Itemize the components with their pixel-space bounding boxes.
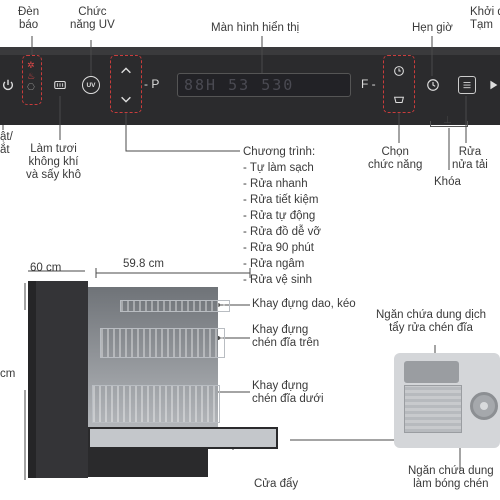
- program-item: - Rửa tự động: [243, 210, 316, 222]
- label-khay-dao-keo: Khay đựng dao, kéo: [252, 298, 356, 310]
- label-width-59-8cm: 59.8 cm: [123, 258, 164, 270]
- indicator-lights: ✲♨⎔: [27, 60, 36, 92]
- play-icon: [490, 80, 498, 90]
- basket-function-icon: [393, 96, 405, 104]
- power-button[interactable]: [0, 74, 16, 96]
- function-select-box: [383, 55, 415, 113]
- dishwasher-base: [88, 449, 208, 477]
- timer-function-icon: [394, 66, 404, 76]
- chevron-down-icon: [121, 96, 131, 103]
- lower-rack: [92, 385, 220, 423]
- program-item: - Rửa nhanh: [243, 178, 308, 190]
- chevron-up-icon: [121, 67, 131, 74]
- control-panel-top-strip: [0, 47, 500, 55]
- label-khoi-dong: Khởi đTạm: [470, 6, 500, 31]
- function-f-label: F -: [361, 77, 376, 91]
- dishwasher-body: [28, 281, 88, 478]
- dishwasher-door: [88, 427, 278, 449]
- start-button[interactable]: [486, 76, 500, 94]
- program-select-box: [110, 55, 142, 113]
- cutlery-tray: [120, 300, 230, 312]
- clock-icon: [427, 79, 439, 91]
- program-down-button[interactable]: [115, 90, 137, 108]
- half-load-icon: [463, 81, 471, 89]
- timer-button[interactable]: [424, 76, 442, 94]
- label-hen-gio: Hẹn giờ: [412, 22, 453, 34]
- rinse-aid-cap-center: [480, 402, 488, 410]
- lock-bracket: [430, 121, 468, 127]
- label-cua-day: Cửa đẩy: [254, 478, 299, 490]
- indicator-lights-box: [22, 55, 42, 105]
- lock-icon: ⊥: [443, 115, 452, 126]
- uv-button[interactable]: UV: [82, 76, 100, 94]
- rinse-aid-cap: [470, 392, 498, 420]
- program-p-label: - P: [144, 77, 160, 91]
- air-refresh-button[interactable]: [50, 74, 70, 96]
- label-khoa: Khóa: [434, 176, 461, 188]
- program-up-button[interactable]: [115, 62, 137, 80]
- program-list: Chương trình: - Tự làm sạch - Rửa nhanh …: [243, 144, 321, 288]
- label-bat-tat: ật/ắt: [0, 131, 13, 156]
- air-dry-icon: [54, 80, 66, 90]
- program-item: - Rửa 90 phút: [243, 242, 314, 254]
- label-height-cm: cm: [0, 368, 16, 380]
- program-item: - Tự làm sạch: [243, 162, 314, 174]
- power-icon: [2, 79, 14, 91]
- label-depth-60cm: 60 cm: [30, 262, 62, 274]
- program-item: - Rửa đồ dễ vỡ: [243, 226, 321, 238]
- half-load-button[interactable]: [458, 76, 476, 94]
- function-button-1[interactable]: [388, 62, 410, 80]
- display-screen: 88H 53 530: [177, 73, 351, 97]
- upper-rack: [100, 328, 225, 358]
- program-list-title: Chương trình:: [243, 146, 316, 158]
- function-button-2[interactable]: [388, 90, 410, 108]
- program-item: - Rửa tiết kiệm: [243, 194, 319, 206]
- detergent-cup: [404, 361, 459, 383]
- detergent-compartment: [404, 385, 462, 433]
- program-item: - Rửa vệ sinh: [243, 274, 313, 286]
- label-man-hinh-hien-thi: Màn hình hiển thị: [211, 22, 300, 34]
- dishwasher-side: [28, 281, 36, 478]
- program-item: - Rửa ngâm: [243, 258, 305, 270]
- uv-icon: UV: [86, 81, 96, 89]
